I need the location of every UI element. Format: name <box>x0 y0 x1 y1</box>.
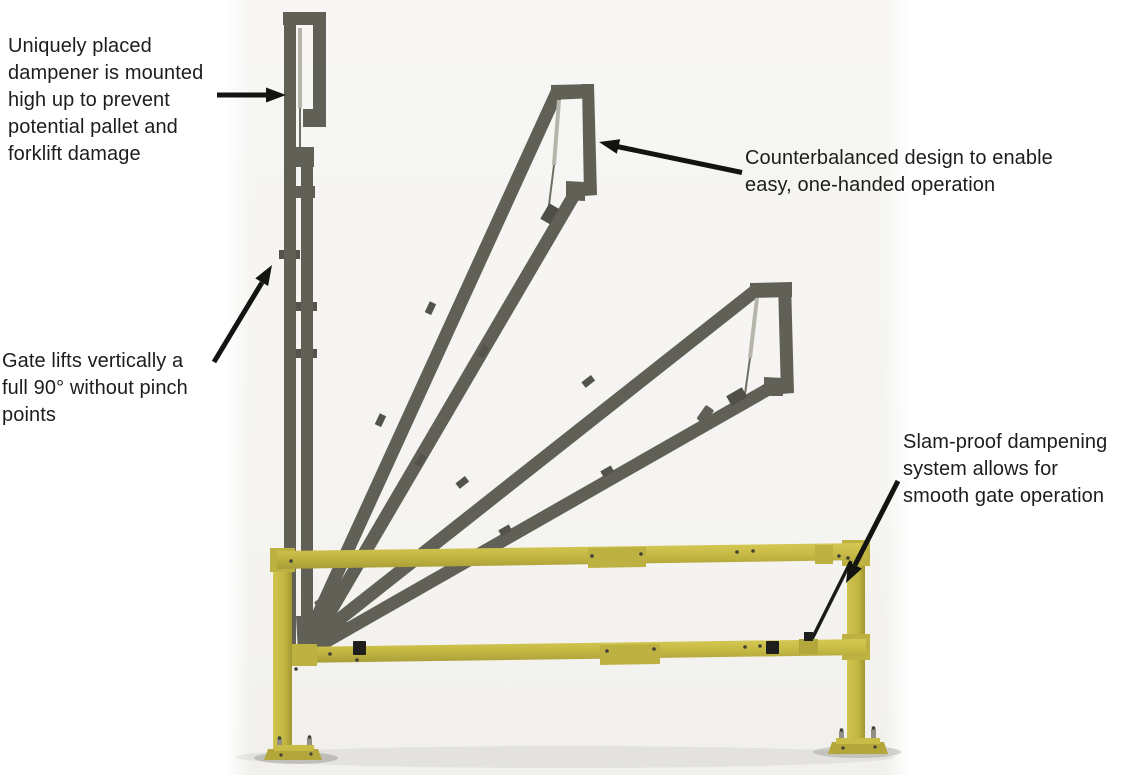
callout-counterbalanced: Counterbalanced design to enable easy, o… <box>745 147 1053 196</box>
pivot-bracket <box>292 644 317 666</box>
handle-peg <box>335 618 355 636</box>
top-rail <box>277 543 866 569</box>
gas-dampener-rod <box>552 99 561 166</box>
hinge-tabs <box>374 301 490 468</box>
callout-high-dampener: Uniquely placed dampener is mounted high… <box>8 35 204 165</box>
handle-peg <box>314 597 332 617</box>
callout-arrows <box>211 87 901 583</box>
middle-rail <box>292 639 866 663</box>
gas-dampener-rod <box>748 297 759 359</box>
callout-vertical-lift: Gate lifts vertically a full 90° without… <box>2 350 188 426</box>
gate-position-midswing <box>297 84 597 657</box>
arrow-counterbalanced <box>599 139 743 175</box>
gate-stop-block <box>766 641 779 654</box>
gate-position-vertical <box>279 12 355 658</box>
gate-stop-block <box>353 641 366 655</box>
handle-peg <box>697 405 714 424</box>
base-frame <box>264 540 888 760</box>
left-post <box>273 560 292 752</box>
arrow-vertical-lift <box>211 265 272 364</box>
callout-slam-proof: Slam-proof dampening system allows for s… <box>903 431 1108 507</box>
hinge-tabs <box>279 250 317 358</box>
right-foot-plate <box>828 726 888 754</box>
hinge-tabs <box>455 374 615 537</box>
rail-bolts <box>289 549 850 671</box>
arrow-slam-proof <box>846 479 901 583</box>
arrow-high-dampener <box>217 87 286 103</box>
slam-dampener <box>799 560 853 654</box>
left-foot-plate <box>264 735 322 760</box>
